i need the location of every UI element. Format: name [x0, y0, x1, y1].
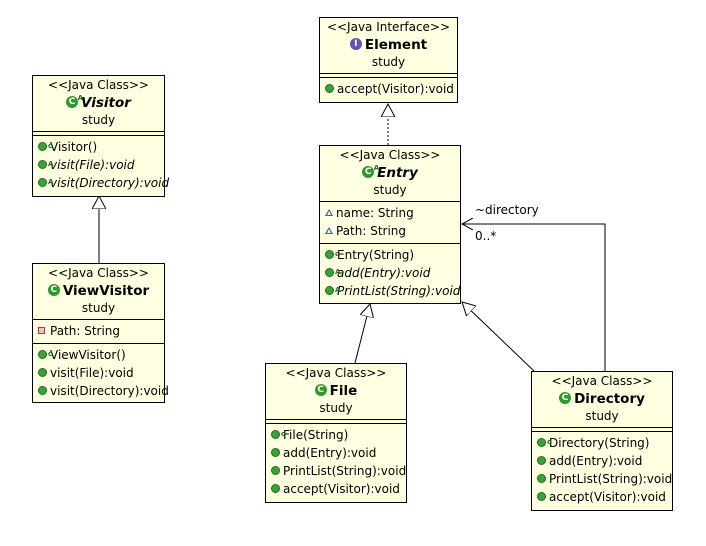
operation-row[interactable]: PrintList(String):void: [532, 470, 672, 488]
attributes-compartment: [33, 131, 164, 135]
attributes-compartment: [266, 419, 406, 423]
operation-row[interactable]: PrintList(String):void: [266, 462, 406, 480]
constructor-icon: c: [38, 142, 52, 151]
abstract-method-icon: A: [38, 160, 53, 169]
association-multiplicity-label: 0..*: [475, 229, 497, 243]
package-label: study: [81, 301, 116, 315]
class-name: Directory: [574, 391, 645, 407]
class-name: Element: [364, 37, 428, 53]
package-label: study: [585, 409, 619, 423]
operation-row[interactable]: add(Entry):void: [266, 444, 406, 462]
public-method-icon: [537, 492, 546, 501]
generalization-file-entry: [354, 304, 370, 364]
public-method-icon: [271, 466, 280, 475]
generalization-directory-entry: [462, 302, 535, 372]
package-field-icon: [325, 208, 333, 216]
package-label: study: [319, 401, 353, 415]
class-icon: C: [559, 391, 572, 404]
package-field-icon: [325, 226, 333, 234]
abstract-class-icon: C: [362, 162, 379, 178]
stereotype-label: <<Java Class>>: [339, 148, 441, 162]
operation-row[interactable]: visit(Directory):void: [33, 382, 169, 400]
class-icon: C: [314, 383, 327, 396]
class-name: Entry: [377, 165, 418, 181]
package-label: study: [371, 55, 406, 69]
private-field-icon: [38, 327, 45, 334]
operations-compartment: accept(Visitor):void: [320, 77, 457, 101]
operation-row[interactable]: add(Entry):void: [532, 452, 672, 470]
constructor-icon: c: [38, 350, 52, 359]
class-name: File: [329, 383, 358, 399]
stereotype-label: <<Java Class>>: [551, 374, 653, 388]
association-directory-entry: [462, 224, 606, 371]
class-icon: C: [47, 283, 60, 296]
attribute-row[interactable]: Path: String: [320, 222, 460, 240]
constructor-icon: c: [537, 438, 551, 447]
abstract-method-icon: A: [38, 178, 53, 187]
operation-row[interactable]: accept(Visitor):void: [320, 80, 457, 98]
public-method-icon: [38, 368, 47, 377]
package-label: study: [373, 183, 407, 197]
class-name: ViewVisitor: [62, 283, 150, 299]
class-name: Visitor: [81, 95, 131, 111]
stereotype-label: <<Java Class>>: [48, 266, 149, 280]
class-visitor[interactable]: <<Java Class>> CVisitor study cVisitor()…: [32, 75, 169, 197]
stereotype-label: <<Java Class>>: [285, 366, 387, 380]
association-role-label: ~directory: [475, 203, 539, 217]
operation-row[interactable]: accept(Visitor):void: [266, 480, 406, 498]
abstract-method-icon: A: [325, 268, 340, 277]
interface-icon: I: [349, 37, 362, 50]
operation-row[interactable]: accept(Visitor):void: [532, 488, 672, 506]
abstract-class-icon: C: [66, 92, 83, 108]
public-method-icon: [537, 474, 546, 483]
package-label: study: [81, 113, 116, 127]
public-method-icon: [271, 484, 280, 493]
class-entry[interactable]: <<Java Class>> CEntry study name: String…: [319, 145, 461, 304]
attribute-row[interactable]: Path: String: [33, 322, 164, 340]
public-method-icon: [271, 448, 280, 457]
operation-row[interactable]: visit(File):void: [33, 364, 164, 382]
public-method-icon: [537, 456, 546, 465]
stereotype-label: <<Java Class>>: [48, 78, 149, 92]
stereotype-label: <<Java Interface>>: [326, 20, 451, 34]
public-method-icon: [38, 386, 47, 395]
attribute-row[interactable]: name: String: [320, 204, 460, 222]
public-method-icon: [325, 84, 334, 93]
attributes-compartment: Path: String: [33, 319, 164, 343]
attributes-compartment: name: String Path: String: [320, 201, 460, 243]
abstract-method-icon: A: [325, 286, 340, 295]
attributes-compartment: [532, 427, 672, 431]
constructor-icon: c: [325, 250, 339, 259]
attributes-compartment: [320, 73, 457, 77]
constructor-icon: c: [271, 430, 285, 439]
